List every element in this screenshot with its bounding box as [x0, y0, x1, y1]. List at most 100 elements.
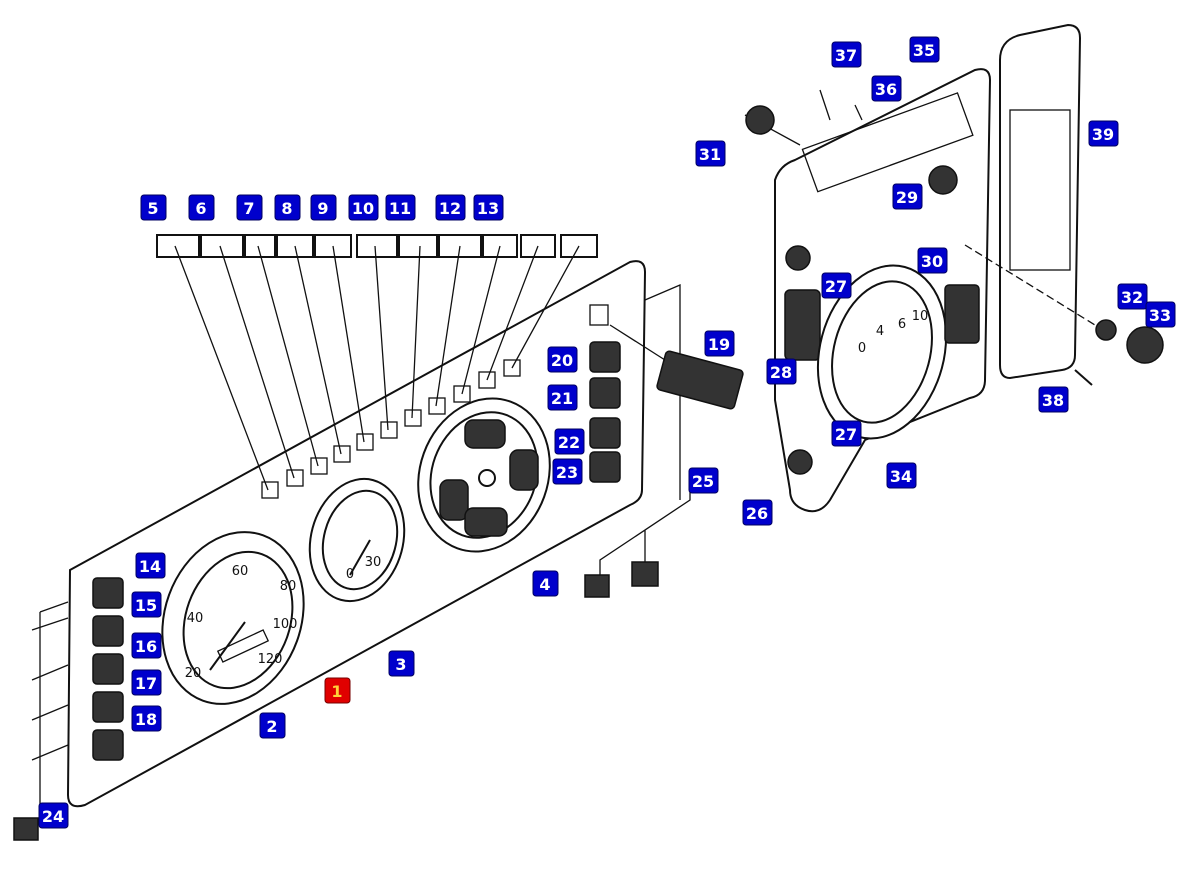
svg-text:60: 60	[232, 564, 249, 579]
callout-4[interactable]: 4	[532, 570, 559, 597]
svg-text:40: 40	[187, 611, 204, 626]
leader-lines	[174, 245, 580, 491]
svg-text:17: 17	[135, 674, 157, 693]
callout-28[interactable]: 28	[766, 358, 797, 385]
svg-text:25: 25	[692, 472, 714, 491]
callout-20[interactable]: 20	[547, 346, 578, 373]
svg-text:7: 7	[243, 199, 254, 218]
svg-text:31: 31	[699, 145, 721, 164]
callout-36[interactable]: 36	[871, 75, 902, 102]
svg-text:2: 2	[266, 717, 277, 736]
svg-text:22: 22	[558, 433, 580, 452]
svg-text:33: 33	[1149, 306, 1171, 325]
svg-text:19: 19	[708, 335, 730, 354]
left-switches	[92, 577, 124, 761]
svg-text:36: 36	[875, 80, 897, 99]
callout-35[interactable]: 35	[909, 36, 940, 63]
svg-text:4: 4	[876, 324, 884, 339]
svg-text:18: 18	[135, 710, 157, 729]
svg-text:0: 0	[346, 567, 354, 582]
svg-text:8: 8	[281, 199, 292, 218]
callout-8[interactable]: 8	[274, 194, 301, 221]
svg-text:6: 6	[898, 317, 906, 332]
callout-13[interactable]: 13	[473, 194, 504, 221]
svg-text:6: 6	[195, 199, 206, 218]
svg-text:24: 24	[42, 807, 64, 826]
callout-22[interactable]: 22	[554, 428, 585, 455]
callout-31[interactable]: 31	[695, 140, 726, 167]
callout-21[interactable]: 21	[547, 384, 578, 411]
svg-text:29: 29	[896, 188, 918, 207]
svg-text:5: 5	[147, 199, 158, 218]
svg-text:80: 80	[280, 579, 297, 594]
callout-17[interactable]: 17	[131, 669, 162, 696]
svg-text:14: 14	[139, 557, 161, 576]
svg-text:30: 30	[921, 252, 943, 271]
combination-gauge	[417, 397, 551, 553]
callout-27-lower[interactable]: 27	[831, 420, 862, 447]
callout-9[interactable]: 9	[310, 194, 337, 221]
callout-39[interactable]: 39	[1088, 120, 1119, 147]
svg-text:4: 4	[539, 575, 550, 594]
callout-23[interactable]: 23	[552, 458, 583, 485]
callout-3[interactable]: 3	[388, 650, 415, 677]
svg-text:3: 3	[395, 655, 406, 674]
callout-33[interactable]: 33	[1145, 301, 1176, 328]
callout-2[interactable]: 2	[259, 712, 286, 739]
callout-10[interactable]: 10	[348, 194, 379, 221]
svg-text:20: 20	[185, 666, 202, 681]
callout-24[interactable]: 24	[38, 802, 69, 829]
wiring-harness	[13, 490, 691, 841]
svg-text:35: 35	[913, 41, 935, 60]
callout-1[interactable]: 1	[324, 677, 351, 704]
svg-text:30: 30	[365, 555, 382, 570]
callout-26[interactable]: 26	[742, 499, 773, 526]
instrument-panel: 20 40 60 80 100 120 0 30	[13, 234, 744, 841]
svg-text:120: 120	[258, 652, 283, 667]
callout-32[interactable]: 32	[1117, 283, 1148, 310]
callout-labels: 1 2 3 4 5 6 7 8 9 10 11 12 13 14 15 16 1…	[38, 36, 1176, 829]
callout-11[interactable]: 11	[385, 194, 416, 221]
speedometer: 20 40 60 80 100 120	[161, 531, 305, 705]
svg-text:27: 27	[835, 425, 857, 444]
svg-text:37: 37	[835, 46, 857, 65]
svg-text:16: 16	[135, 637, 157, 656]
callout-15[interactable]: 15	[131, 591, 162, 618]
right-switches	[589, 304, 744, 483]
svg-text:21: 21	[551, 389, 573, 408]
svg-text:32: 32	[1121, 288, 1143, 307]
callout-18[interactable]: 18	[131, 705, 162, 732]
svg-text:34: 34	[890, 467, 912, 486]
tachometer: 0 30	[308, 477, 406, 603]
svg-text:38: 38	[1042, 391, 1064, 410]
svg-text:15: 15	[135, 596, 157, 615]
svg-text:26: 26	[746, 504, 768, 523]
callout-25[interactable]: 25	[688, 467, 719, 494]
svg-text:23: 23	[556, 463, 578, 482]
callout-37[interactable]: 37	[831, 41, 862, 68]
callout-7[interactable]: 7	[236, 194, 263, 221]
svg-text:10: 10	[352, 199, 374, 218]
svg-text:12: 12	[439, 199, 461, 218]
callout-6[interactable]: 6	[188, 194, 215, 221]
callout-29[interactable]: 29	[892, 183, 923, 210]
svg-text:1: 1	[331, 682, 342, 701]
callout-12[interactable]: 12	[435, 194, 466, 221]
callout-19[interactable]: 19	[704, 330, 735, 357]
callout-5[interactable]: 5	[140, 194, 167, 221]
svg-text:11: 11	[389, 199, 411, 218]
callout-38[interactable]: 38	[1038, 386, 1069, 413]
decal-plate	[964, 23, 1164, 386]
svg-text:20: 20	[551, 351, 573, 370]
callout-30[interactable]: 30	[917, 247, 948, 274]
svg-text:9: 9	[317, 199, 328, 218]
callout-16[interactable]: 16	[131, 632, 162, 659]
callout-27-upper[interactable]: 27	[821, 272, 852, 299]
callout-14[interactable]: 14	[135, 552, 166, 579]
svg-text:100: 100	[273, 617, 298, 632]
svg-text:27: 27	[825, 277, 847, 296]
svg-text:28: 28	[770, 363, 792, 382]
side-panel: 0 4 6 10	[744, 68, 992, 513]
callout-34[interactable]: 34	[886, 462, 917, 489]
